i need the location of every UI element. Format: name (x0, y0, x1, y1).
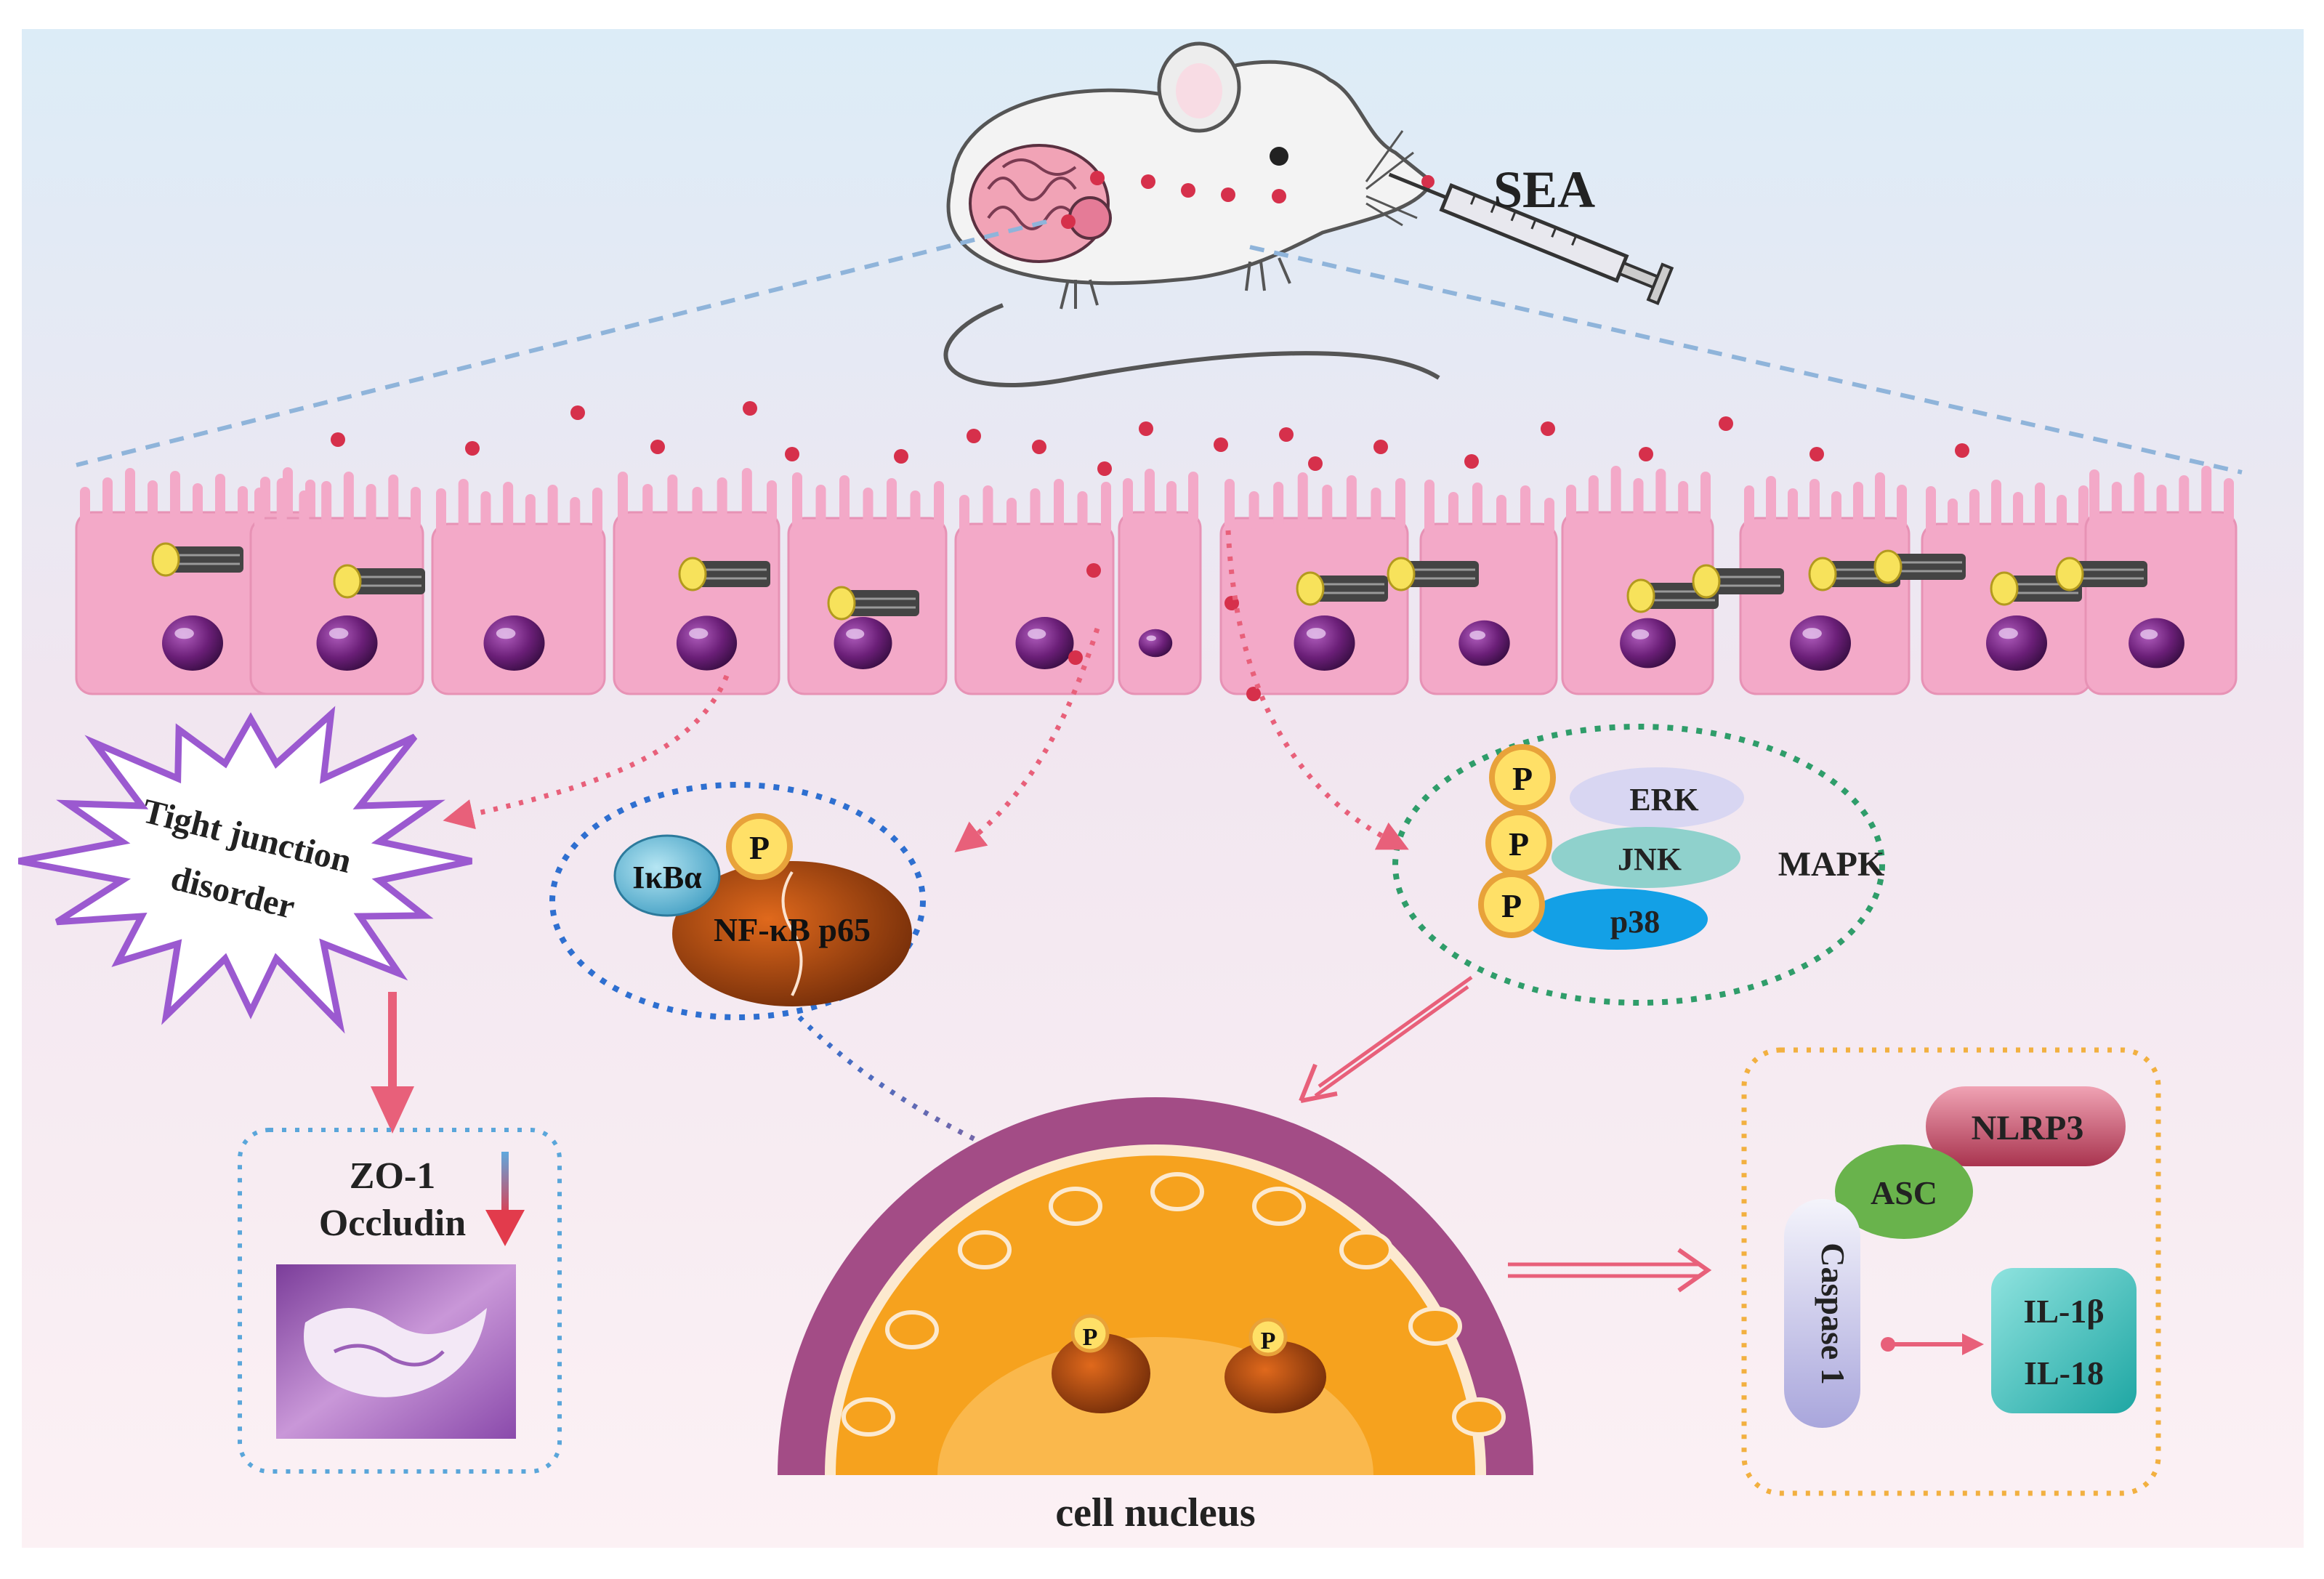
cell-nucleus-dot (2129, 618, 2184, 669)
tight-junction-protein (1387, 557, 1479, 591)
barrier-markers-box (238, 1128, 562, 1474)
inflammasome-box (1741, 1047, 2161, 1496)
tight-junction-starburst (17, 706, 472, 1034)
mapk-pathway-box (1392, 724, 1885, 1006)
nfkb-p65-label: NF-κB p65 (714, 911, 871, 948)
nfkb-phospho-label: P (749, 829, 770, 866)
cell-nucleus-dot (1458, 620, 1510, 666)
cell-nucleus-dot (676, 615, 738, 671)
ikba-protein (613, 834, 721, 917)
intestine-icon (969, 144, 1112, 263)
decrease-arrow-icon (501, 1152, 509, 1217)
cell-nucleus-dot (316, 615, 378, 671)
epithelial-cell (787, 472, 948, 695)
il18-label: IL-18 (2024, 1354, 2104, 1392)
nlrp3-label: NLRP3 (1972, 1109, 2084, 1147)
tight-junction-protein (2055, 557, 2147, 591)
nuclear-p65-right (1224, 1317, 1326, 1413)
cell-nucleus (778, 1097, 1533, 1475)
p38-label: p38 (1610, 904, 1660, 940)
p38-protein (1526, 889, 1708, 950)
epithelial-cell (1118, 469, 1202, 695)
arrow-epithelium-to-mapk (1225, 530, 1409, 850)
cell-nucleus-dot (834, 617, 892, 669)
cell-nucleus-dot (162, 615, 223, 671)
asc-label: ASC (1871, 1174, 1937, 1211)
arrow-mapk-to-nucleus (1299, 975, 1473, 1103)
tight-junction-protein (678, 557, 770, 591)
tight-junction-protein (333, 564, 425, 599)
erk-phospho-label: P (1512, 760, 1533, 797)
phospho-marker-nfkb (726, 813, 793, 880)
epithelial-cell (249, 472, 424, 695)
zo1-label: ZO-1 (350, 1155, 435, 1197)
il1b-label: IL-1β (2023, 1293, 2104, 1330)
cell-nucleus-dot (483, 615, 545, 671)
arrow-epithelium-to-nfkb (954, 627, 1100, 852)
tight-junction-protein (827, 586, 919, 621)
cell-nucleus-dot (1294, 615, 1355, 671)
mapk-kinases (1478, 744, 1744, 950)
cell-nucleus-dot (1790, 615, 1851, 671)
epithelial-cell (431, 479, 606, 695)
histology-image (276, 1264, 516, 1439)
arrow-nucleus-to-inflammasome (1508, 1248, 1712, 1293)
syringe-icon (1388, 172, 1674, 305)
occludin-label: Occludin (319, 1203, 466, 1244)
nuclear-phospho-right: P (1261, 1328, 1276, 1354)
projection-line-right (1249, 245, 2243, 474)
erk-label: ERK (1629, 782, 1698, 817)
epithelial-cell (2084, 466, 2238, 695)
cell-nucleus-dot (1986, 615, 2047, 671)
tight-junction-protein (151, 542, 243, 577)
sea-label: SEA (1493, 161, 1595, 219)
nfkb-complex (613, 813, 912, 1006)
erk-protein (1570, 767, 1744, 828)
projection-line-left (76, 219, 1047, 467)
caspase1-protein (1784, 1199, 1860, 1428)
p38-phospho-label: P (1501, 887, 1522, 924)
cell-nucleus-dot (1138, 629, 1173, 658)
epithelial-cell (613, 468, 780, 695)
ikba-label: IκBα (632, 860, 702, 895)
epithelial-cell (1219, 472, 1409, 695)
cytokine-box (1991, 1268, 2137, 1413)
nuclear-pores (842, 1172, 1506, 1437)
jnk-label: JNK (1618, 841, 1682, 877)
sea-particles (331, 401, 1969, 701)
mapk-label: MAPK (1778, 845, 1885, 884)
cell-nucleus-dot (1015, 617, 1074, 669)
caspase1-label: Caspase 1 (1815, 1243, 1852, 1385)
intestinal-epithelium (75, 466, 2238, 695)
cell-nucleus-dot (1620, 618, 1676, 669)
nlrp3-protein (1926, 1086, 2126, 1166)
tight-junction-protein (1692, 564, 1784, 599)
nuclear-phospho-left: P (1083, 1324, 1098, 1351)
tight-junction-protein (1296, 571, 1388, 606)
tight-junction-protein (1873, 549, 1966, 584)
cell-nucleus-label: cell nucleus (1055, 1490, 1255, 1535)
jnk-protein (1552, 827, 1740, 888)
nfkb-pathway-box (549, 782, 926, 1020)
asc-protein (1835, 1144, 1973, 1239)
mouse-illustration (943, 41, 1440, 387)
nuclear-p65-left (1052, 1314, 1150, 1413)
jnk-phospho-label: P (1509, 825, 1529, 863)
